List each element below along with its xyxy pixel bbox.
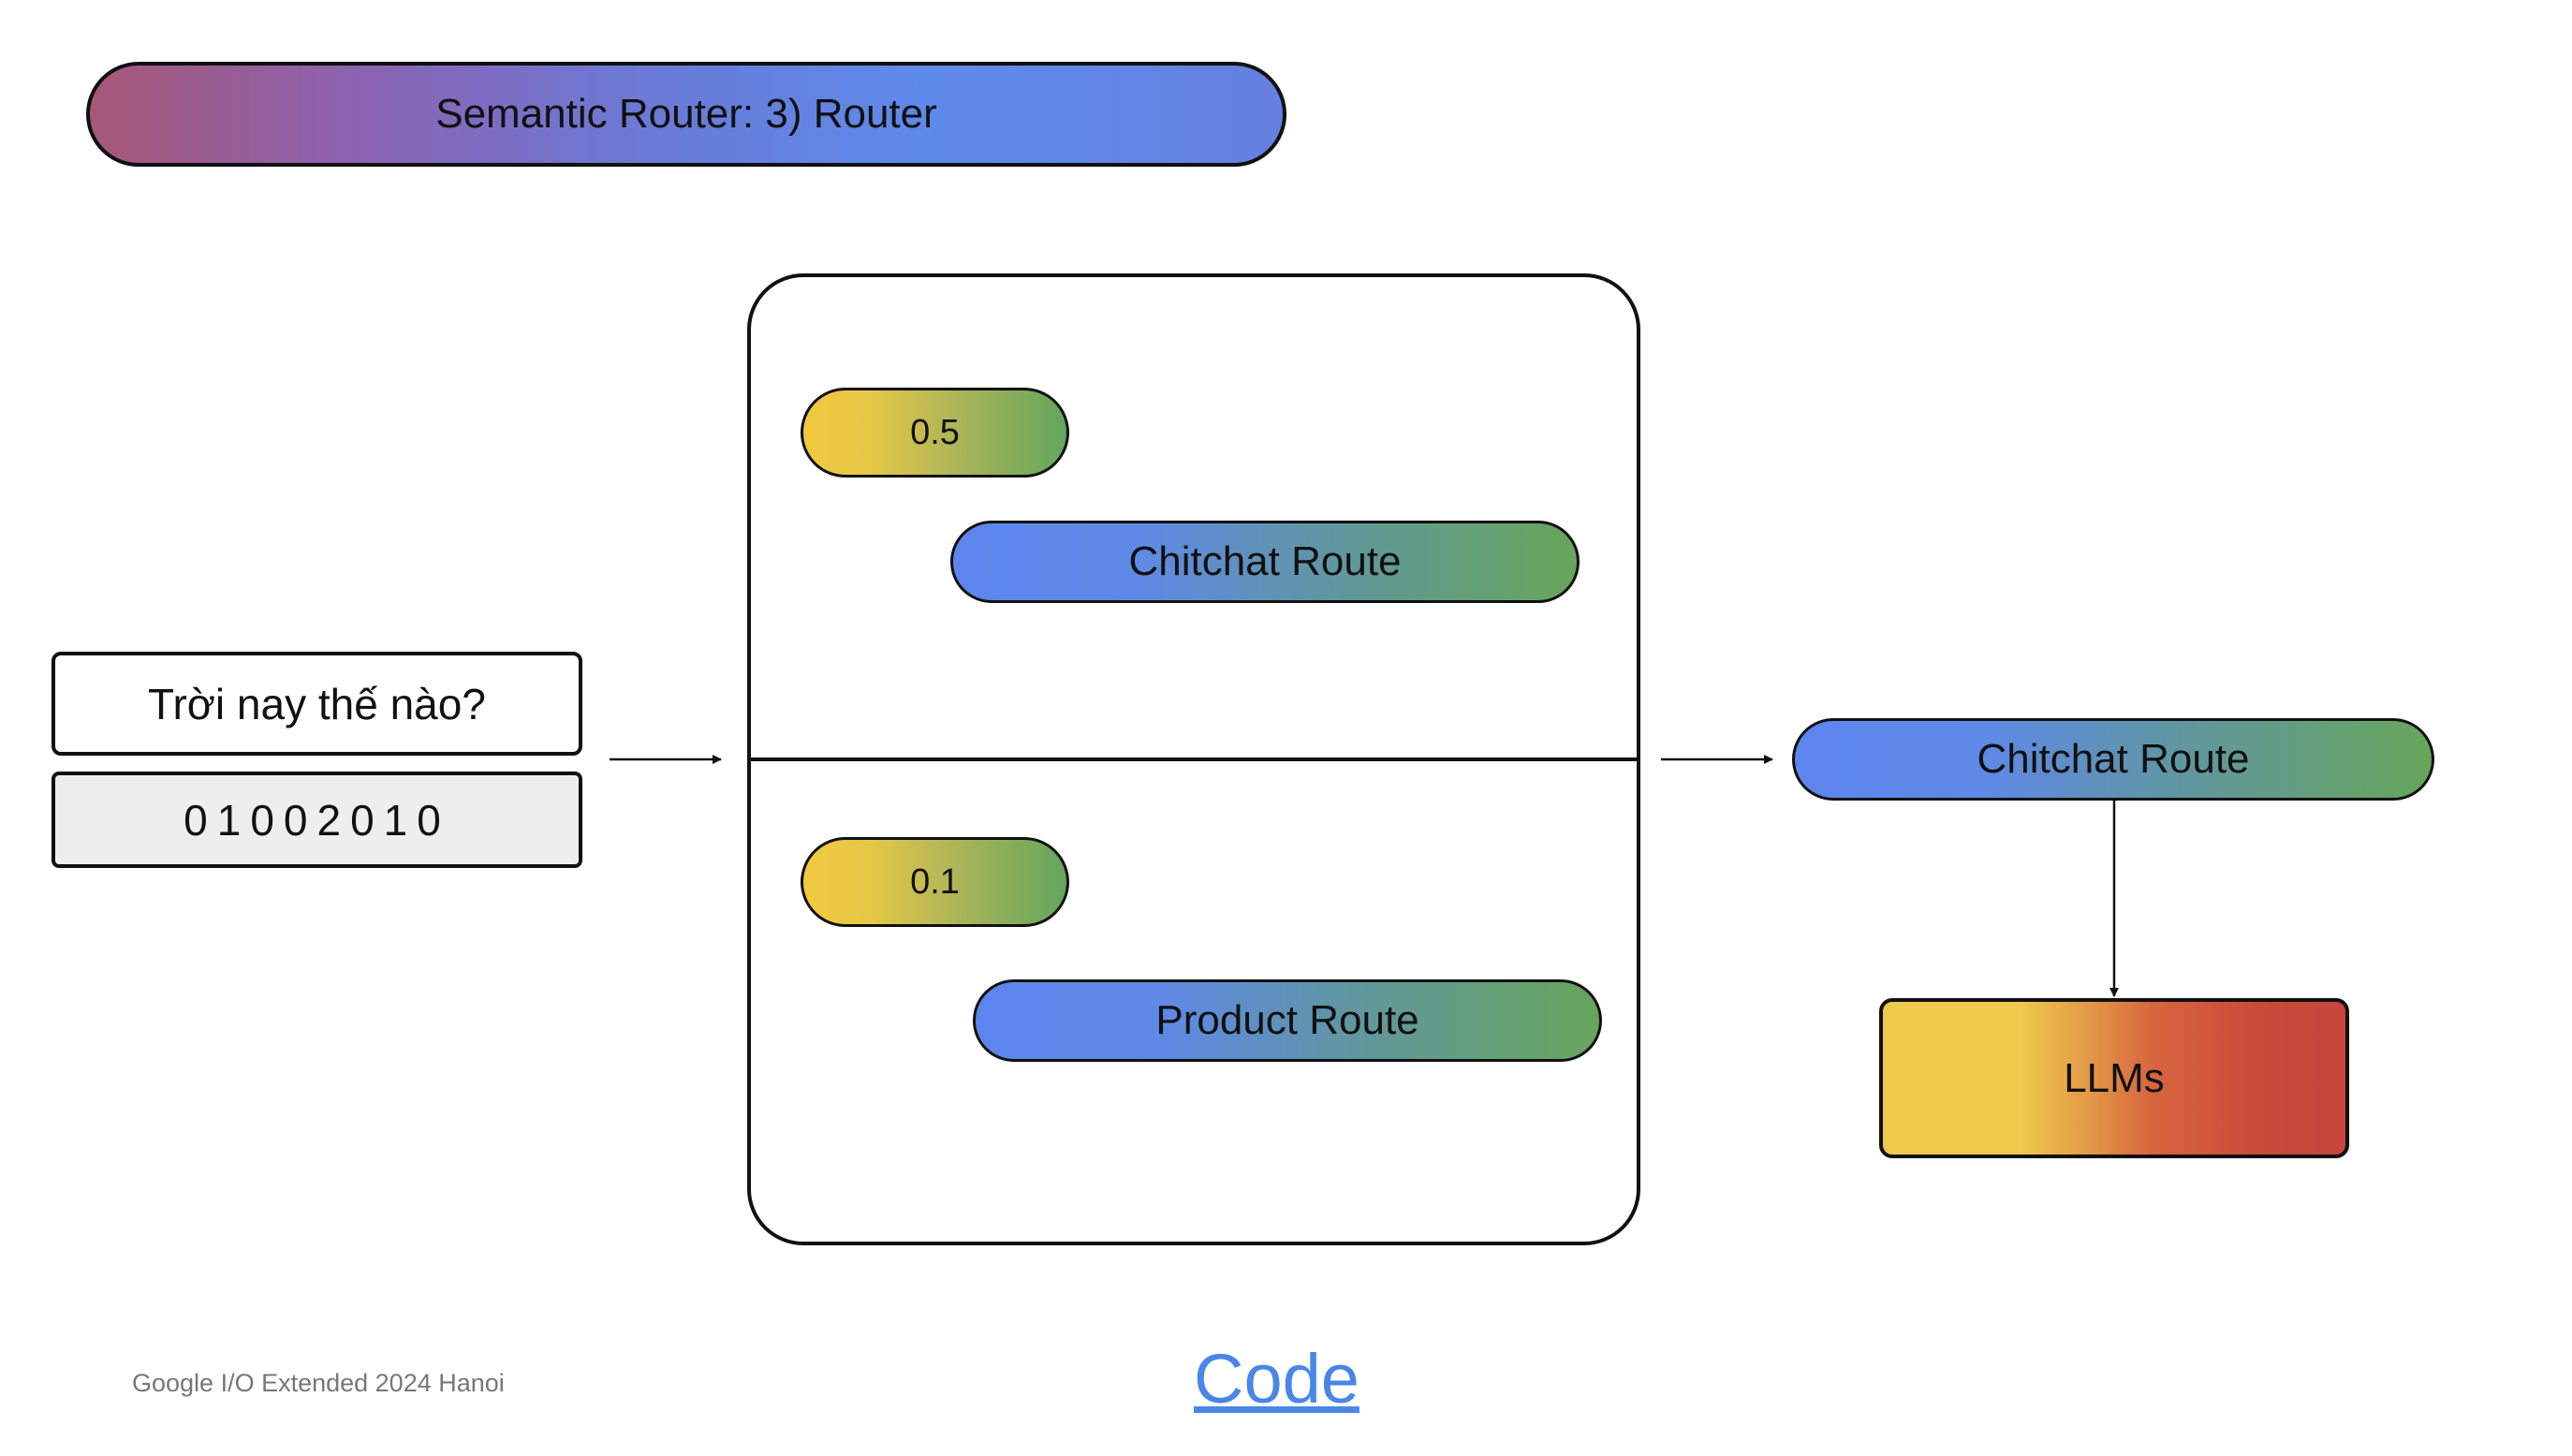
score-pill-product: 0.1: [801, 837, 1069, 927]
code-link[interactable]: Code: [1194, 1340, 1359, 1418]
selected-route-pill: Chitchat Route: [1792, 718, 2434, 801]
route-label-product: Product Route: [1155, 997, 1419, 1043]
score-product: 0.1: [910, 861, 960, 902]
selected-route-label: Chitchat Route: [1977, 736, 2250, 782]
embedding-vector-box: 01002010: [51, 772, 582, 868]
slide-title: Semantic Router: 3) Router: [86, 62, 1286, 167]
score-pill-chitchat: 0.5: [801, 388, 1069, 478]
route-label-chitchat: Chitchat Route: [1128, 538, 1402, 584]
score-chitchat: 0.5: [910, 412, 960, 452]
llms-box: LLMs: [1879, 998, 2349, 1158]
route-pill-product: Product Route: [973, 979, 1602, 1062]
llms-label: LLMs: [2064, 1054, 2165, 1101]
query-text: Trời nay thế nào?: [148, 679, 486, 728]
footer-event-text: Google I/O Extended 2024 Hanoi: [132, 1369, 505, 1397]
router-divider: [747, 757, 1640, 761]
route-pill-chitchat: Chitchat Route: [950, 521, 1580, 603]
slide-title-text: Semantic Router: 3) Router: [435, 91, 937, 137]
embedding-vector-text: 01002010: [184, 795, 450, 845]
query-box: Trời nay thế nào?: [51, 652, 582, 756]
